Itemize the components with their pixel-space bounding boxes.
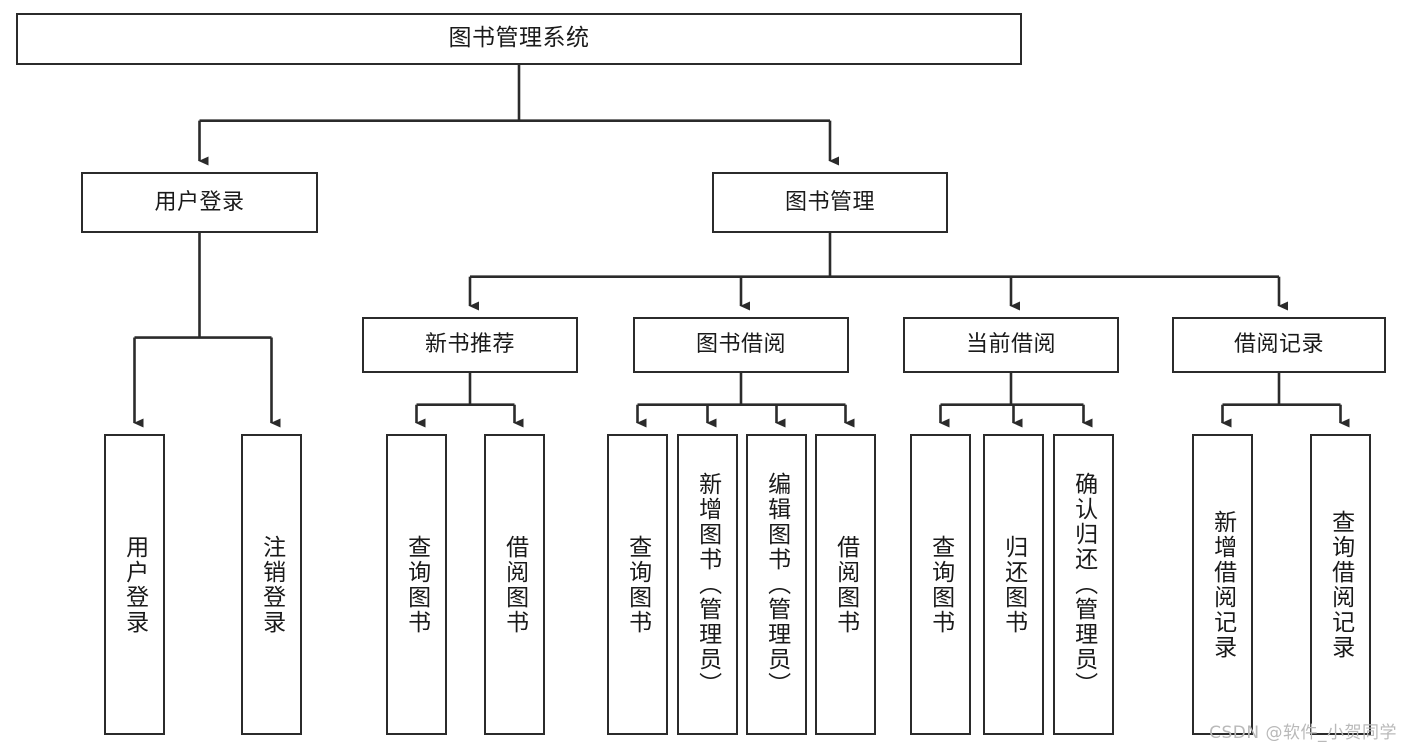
node-leaf-edit-book[interactable]: 编辑图书（管理员） — [746, 434, 807, 735]
node-label: 新书推荐 — [424, 332, 515, 358]
node-leaf-user-logout[interactable]: 注销登录 — [241, 434, 302, 735]
node-label: 图书借阅 — [695, 332, 786, 358]
node-leaf-add-record[interactable]: 新增借阅记录 — [1192, 434, 1253, 735]
node-label: 图书管理系统 — [448, 25, 590, 52]
node-label: 借阅图书 — [501, 534, 528, 635]
node-label: 查询图书 — [403, 534, 430, 635]
node-leaf-user-login[interactable]: 用户登录 — [104, 434, 165, 735]
node-label: 确认归还（管理员） — [1070, 472, 1097, 697]
node-borrow-record[interactable]: 借阅记录 — [1172, 317, 1386, 373]
node-leaf-borrow-book-1[interactable]: 借阅图书 — [484, 434, 545, 735]
node-leaf-add-book[interactable]: 新增图书（管理员） — [677, 434, 738, 735]
node-label: 借阅记录 — [1233, 332, 1324, 358]
node-label: 新增借阅记录 — [1209, 509, 1236, 660]
node-root[interactable]: 图书管理系统 — [16, 13, 1022, 65]
node-leaf-confirm-return[interactable]: 确认归还（管理员） — [1053, 434, 1114, 735]
node-leaf-query-record[interactable]: 查询借阅记录 — [1310, 434, 1371, 735]
node-leaf-borrow-book-2[interactable]: 借阅图书 — [815, 434, 876, 735]
node-label: 编辑图书（管理员） — [763, 472, 790, 697]
watermark: CSDN @软件_小贺同学 — [1209, 723, 1397, 743]
node-label: 查询图书 — [624, 534, 651, 635]
node-user-login[interactable]: 用户登录 — [81, 172, 318, 233]
node-leaf-return-book[interactable]: 归还图书 — [983, 434, 1044, 735]
node-label: 新增图书（管理员） — [694, 472, 721, 697]
node-leaf-query-book-2[interactable]: 查询图书 — [607, 434, 668, 735]
node-label: 查询图书 — [927, 534, 954, 635]
node-label: 归还图书 — [1000, 534, 1027, 635]
node-book-borrow[interactable]: 图书借阅 — [633, 317, 849, 373]
node-book-manage[interactable]: 图书管理 — [712, 172, 948, 233]
node-current-borrow[interactable]: 当前借阅 — [903, 317, 1119, 373]
node-label: 当前借阅 — [965, 332, 1056, 358]
node-label: 注销登录 — [258, 534, 285, 635]
node-label: 查询借阅记录 — [1327, 509, 1354, 660]
node-new-book-rec[interactable]: 新书推荐 — [362, 317, 578, 373]
node-label: 用户登录 — [121, 534, 148, 635]
node-leaf-query-book-1[interactable]: 查询图书 — [386, 434, 447, 735]
node-label: 用户登录 — [154, 189, 245, 215]
node-label: 图书管理 — [784, 189, 875, 215]
node-label: 借阅图书 — [832, 534, 859, 635]
node-leaf-query-book-3[interactable]: 查询图书 — [910, 434, 971, 735]
